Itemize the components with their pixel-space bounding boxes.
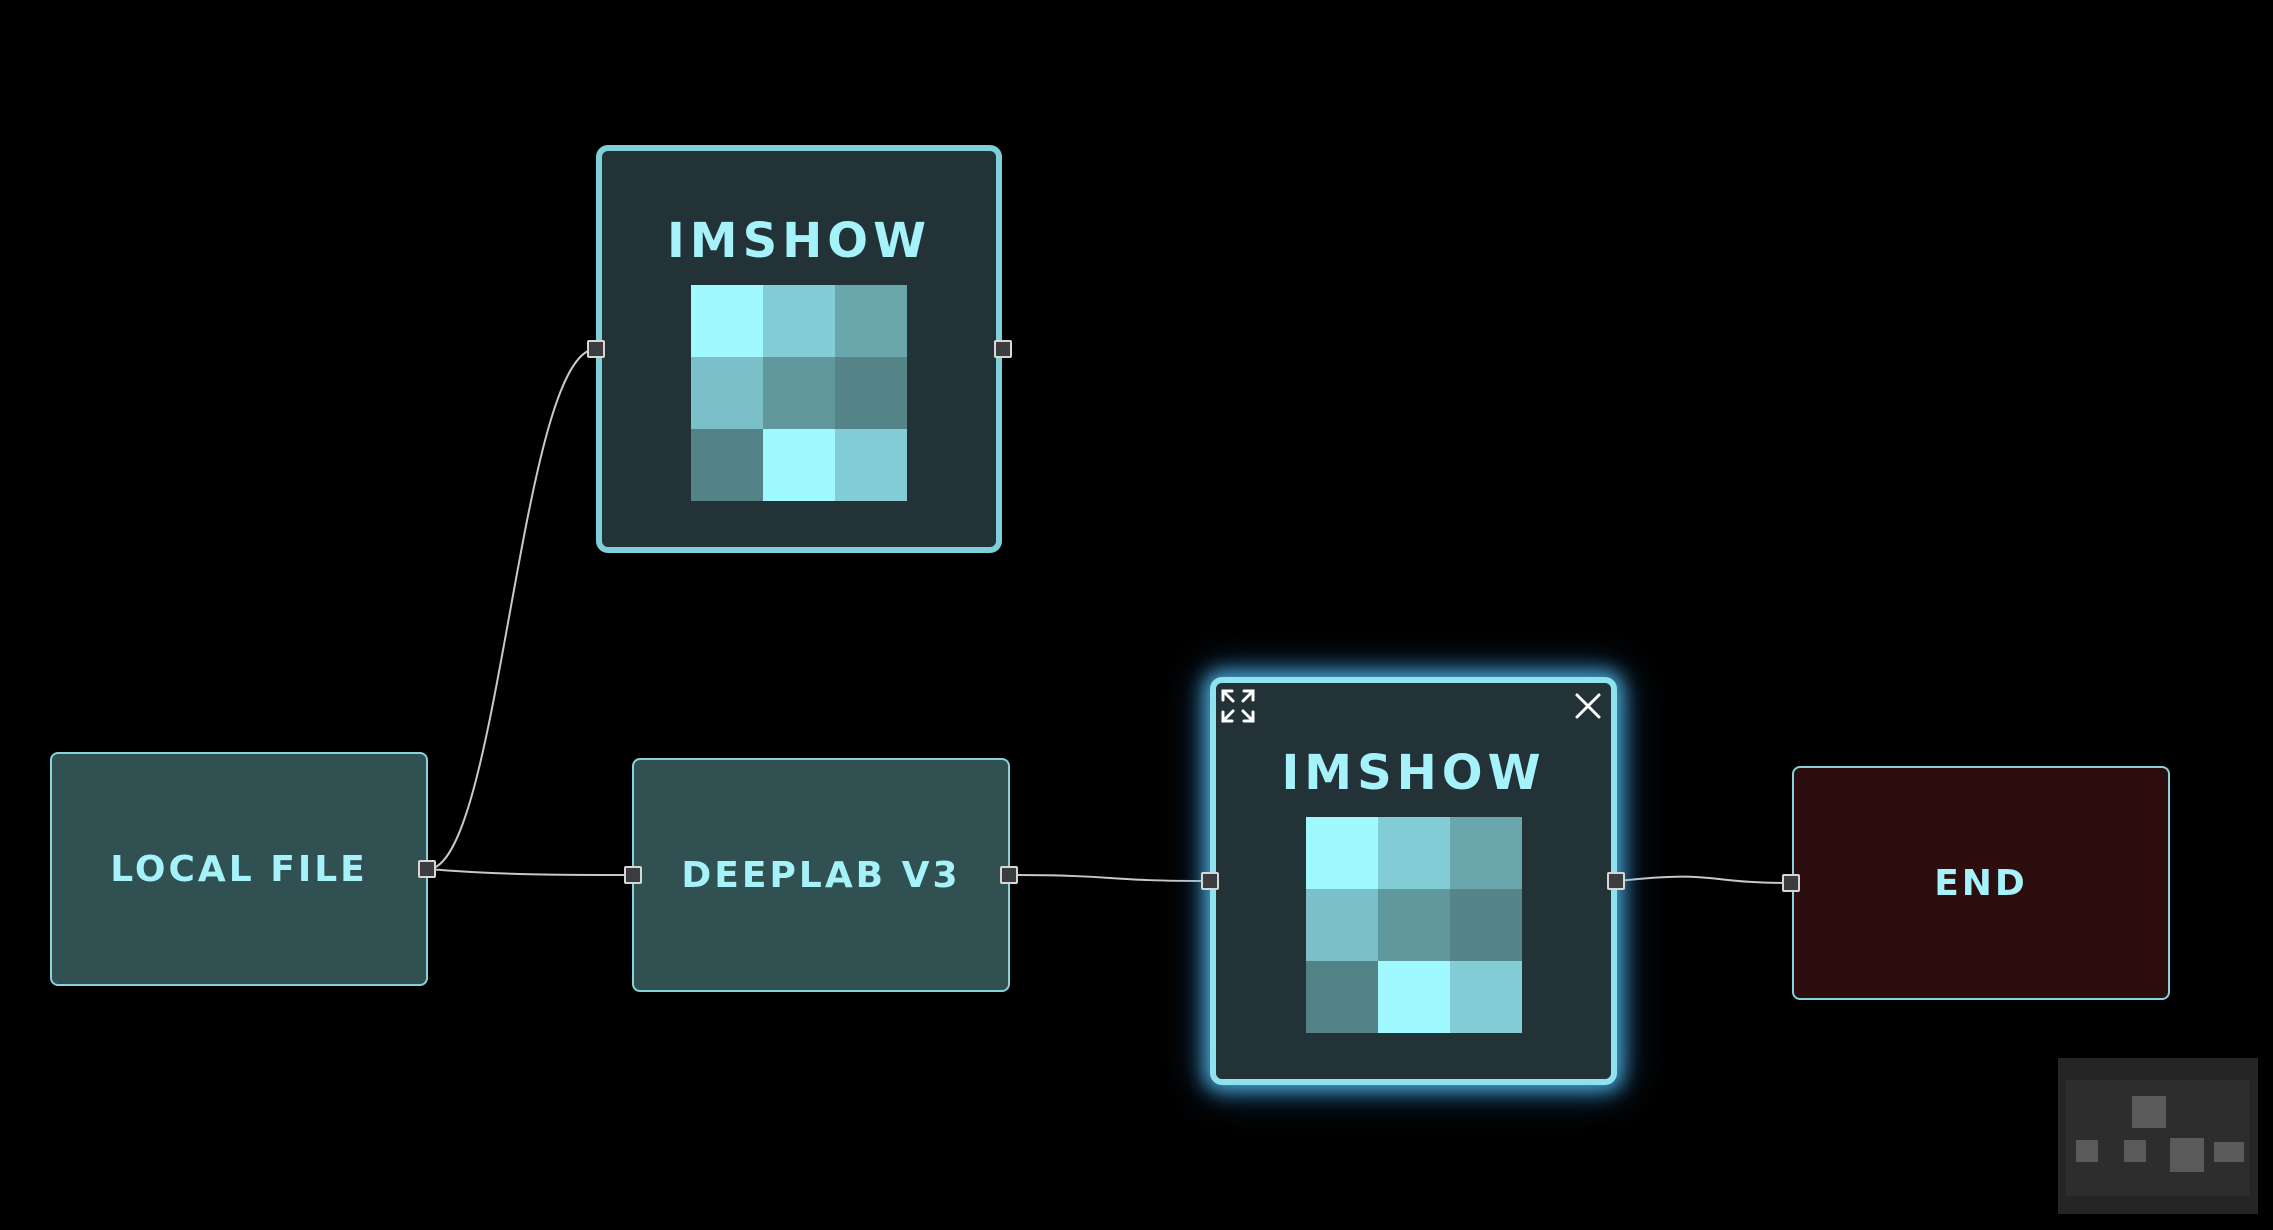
node-deeplab-v3[interactable]: DEEPLAB V3 <box>632 758 1010 992</box>
preview-cell <box>835 429 907 501</box>
node-imshow-selected[interactable]: IMSHOW <box>1210 677 1617 1085</box>
node-local-file-label: LOCAL FILE <box>110 848 368 890</box>
imshow-top-input-port[interactable] <box>587 340 605 358</box>
node-end-label: END <box>1934 862 2028 904</box>
preview-cell <box>1449 889 1522 961</box>
preview-cell <box>835 285 907 357</box>
node-local-file[interactable]: LOCAL FILE <box>50 752 428 986</box>
preview-cell <box>763 429 835 501</box>
node-imshow-top[interactable]: IMSHOW <box>596 145 1002 553</box>
preview-cell <box>691 357 763 429</box>
imshow-selected-output-port[interactable] <box>1607 872 1625 890</box>
node-end[interactable]: END <box>1792 766 2170 1000</box>
end-input-port[interactable] <box>1782 874 1800 892</box>
preview-cell <box>763 285 835 357</box>
local-file-output-port[interactable] <box>418 860 436 878</box>
deeplab-output-port[interactable] <box>1000 866 1018 884</box>
preview-cell <box>1377 817 1450 889</box>
preview-cell <box>835 357 907 429</box>
preview-cell <box>1305 889 1378 961</box>
node-imshow-selected-title: IMSHOW <box>1281 745 1546 801</box>
preview-cell <box>1305 961 1378 1033</box>
close-icon[interactable] <box>1568 686 1608 726</box>
deeplab-input-port[interactable] <box>624 866 642 884</box>
wire-deeplab-to-imshow-selected <box>1009 874 1211 882</box>
minimap-node <box>2214 1142 2244 1162</box>
image-preview <box>1305 817 1522 1033</box>
minimap-node <box>2076 1140 2098 1162</box>
wire-imshow-selected-to-end <box>1616 875 1793 884</box>
minimap-viewport <box>2066 1080 2250 1196</box>
preview-cell <box>1377 961 1450 1033</box>
imshow-top-output-port[interactable] <box>994 340 1012 358</box>
preview-cell <box>1449 817 1522 889</box>
preview-cell <box>1449 961 1522 1033</box>
imshow-selected-input-port[interactable] <box>1201 872 1219 890</box>
wire-localfile-to-imshow-top <box>427 348 597 870</box>
minimap-node <box>2170 1138 2204 1172</box>
node-deeplab-v3-label: DEEPLAB V3 <box>681 854 961 896</box>
expand-icon[interactable] <box>1218 686 1258 726</box>
preview-cell <box>763 357 835 429</box>
preview-cell <box>691 285 763 357</box>
minimap[interactable] <box>2058 1058 2258 1214</box>
minimap-node <box>2124 1140 2146 1162</box>
preview-cell <box>691 429 763 501</box>
wire-localfile-to-deeplab <box>427 868 635 876</box>
node-imshow-top-title: IMSHOW <box>666 213 932 269</box>
preview-cell <box>1377 889 1450 961</box>
image-preview <box>691 285 907 501</box>
preview-cell <box>1305 817 1378 889</box>
minimap-node <box>2132 1096 2166 1128</box>
